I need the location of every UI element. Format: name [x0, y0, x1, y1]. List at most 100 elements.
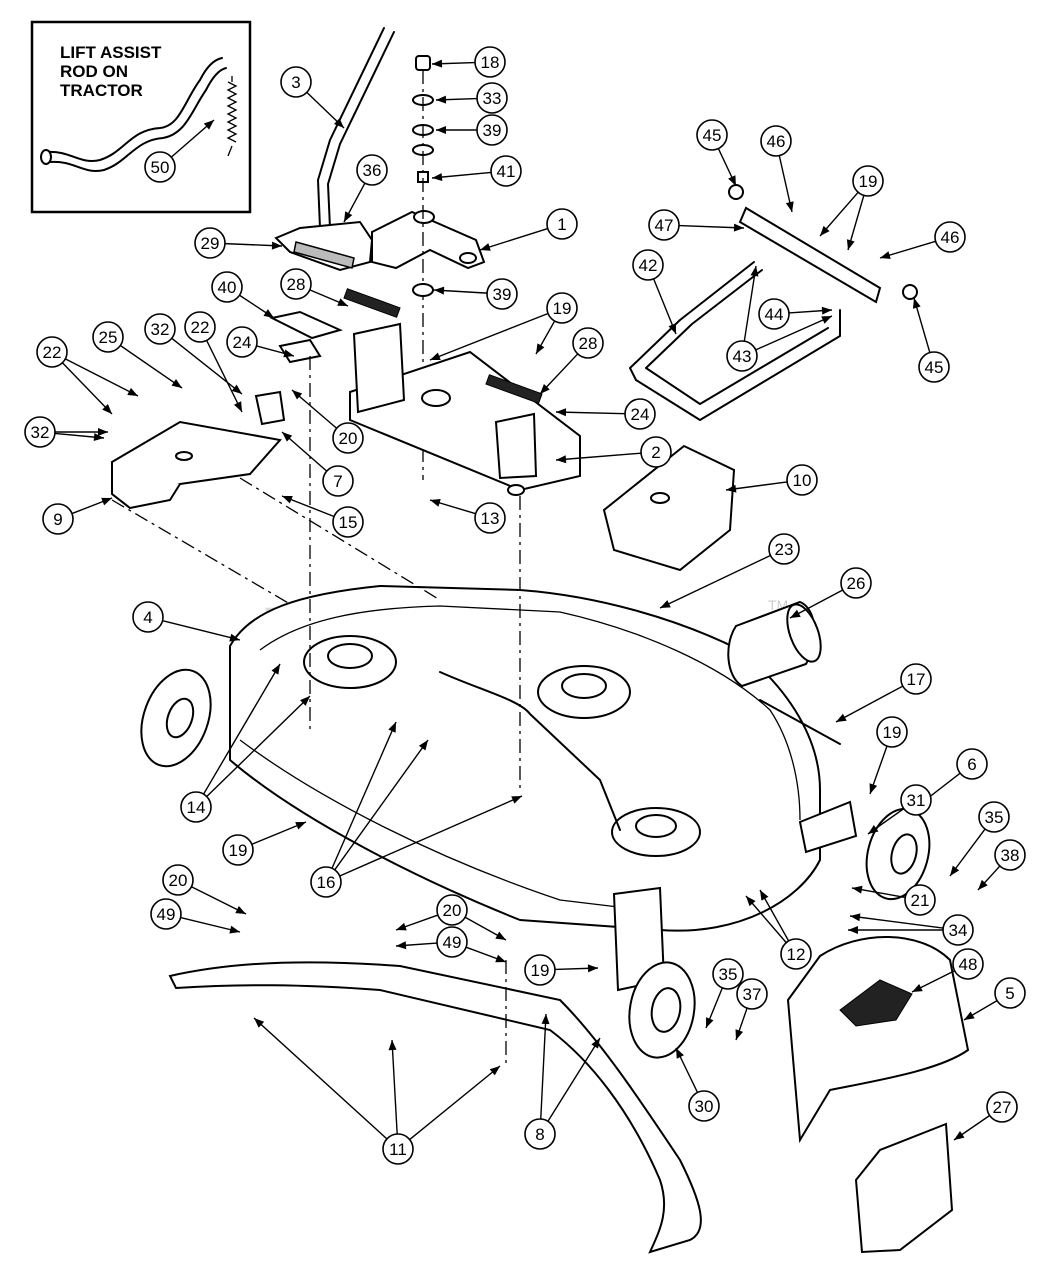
callout-circle: [934, 221, 966, 253]
callout-arrowhead: [821, 306, 832, 315]
callout-arrowhead: [396, 941, 407, 950]
callout-23: 23: [659, 533, 800, 609]
callout-13: 13: [429, 499, 506, 534]
callout-label: 43: [733, 347, 752, 366]
callout-leader: [180, 916, 241, 933]
callout-label: 10: [793, 471, 812, 490]
callout-20: 20: [395, 894, 507, 941]
callout-leader: [191, 886, 247, 915]
callout-circle: [211, 271, 243, 303]
callout-arrowhead: [706, 1017, 714, 1028]
callout-circle: [768, 533, 800, 565]
callout-28: 28: [280, 268, 349, 307]
callout-circle: [952, 948, 984, 980]
callout-circle: [632, 249, 664, 281]
callout-48: 48: [911, 948, 984, 993]
callout-leader: [849, 915, 944, 929]
callout-leader: [555, 452, 642, 461]
callout-circle: [900, 663, 932, 695]
callout-label: 35: [719, 965, 738, 984]
callout-2: 2: [555, 436, 672, 468]
callout-circle: [726, 340, 758, 372]
callout-24: 24: [555, 398, 656, 430]
callout-circle: [436, 926, 468, 958]
callout-22: 22: [184, 311, 243, 413]
callout-10: 10: [725, 464, 818, 496]
callout-leader: [755, 315, 833, 351]
callout-label: 38: [1001, 846, 1020, 865]
callout-25: 25: [92, 321, 183, 389]
callout-9: 9: [42, 497, 113, 535]
callout-46: 46: [879, 221, 966, 259]
callout-arrowhead: [334, 118, 344, 128]
callout-circle: [144, 151, 176, 183]
callout-circle: [222, 834, 254, 866]
callout-label: 19: [859, 172, 878, 191]
callout-label: 24: [233, 333, 252, 352]
callout-arrowhead: [536, 343, 545, 354]
inset-line-3: TRACTOR: [60, 81, 143, 100]
callout-leader: [162, 619, 241, 641]
callout-arrowhead: [430, 499, 441, 507]
callout-arrowhead: [254, 1018, 265, 1028]
callout-arrowhead: [790, 609, 801, 618]
callout-24: 24: [226, 326, 295, 358]
callout-circle: [322, 465, 354, 497]
callout-3: 3: [280, 66, 345, 129]
callout-arrowhead: [229, 925, 240, 934]
plates-40-24: [269, 310, 343, 364]
callout-49: 49: [150, 898, 241, 934]
callout-circle: [546, 292, 578, 324]
deck-wheels-6-30: [628, 807, 931, 1059]
baffle-8: [168, 961, 702, 1254]
callout-circle: [956, 748, 988, 780]
lift-bracket-29: [274, 220, 374, 272]
callout-1: 1: [479, 208, 578, 251]
callout-leader: [253, 1017, 388, 1140]
callout-8: 8: [524, 1013, 601, 1150]
callout-label: 39: [493, 285, 512, 304]
callout-arrowhead: [436, 126, 446, 134]
callout-label: 20: [443, 901, 462, 920]
callout-arrowhead: [300, 696, 310, 706]
callout-label: 3: [291, 73, 300, 92]
callout-leader: [206, 340, 243, 413]
callout-arrowhead: [726, 484, 737, 493]
callout-label: 8: [535, 1125, 544, 1144]
callout-circle: [648, 209, 680, 241]
callout-arrowhead: [102, 404, 112, 414]
callout-arrowhead: [295, 822, 306, 830]
callout-39: 39: [436, 114, 508, 146]
callout-circle: [780, 938, 812, 970]
callout-label: 16: [317, 873, 336, 892]
callout-47: 47: [648, 209, 745, 241]
callout-leader: [409, 1065, 501, 1141]
callout-arrowhead: [880, 251, 891, 259]
callout-label: 39: [483, 121, 502, 140]
callout-arrowhead: [728, 175, 736, 186]
callout-43: 43: [726, 265, 833, 372]
callout-45: 45: [696, 119, 737, 187]
deck-hanger-bracket-2: [349, 322, 581, 496]
callout-arrowhead: [434, 286, 445, 295]
callout-leader: [65, 358, 139, 397]
callout-arrowhead: [127, 387, 138, 396]
callout-arrowhead: [852, 885, 863, 894]
callout-leader: [119, 344, 183, 389]
callout-39: 39: [433, 278, 518, 310]
callout-19: 19: [222, 821, 307, 866]
callout-arrowhead: [98, 428, 108, 436]
callout-label: 22: [43, 343, 62, 362]
inset-line-1: LIFT ASSIST: [60, 43, 162, 62]
callout-33: 33: [435, 82, 508, 114]
callout-circle: [490, 155, 522, 187]
callout-arrowhead: [282, 432, 293, 442]
callout-circle: [688, 1090, 720, 1122]
callout-arrowhead: [978, 879, 988, 890]
callout-15: 15: [281, 495, 364, 538]
callout-arrowhead: [388, 722, 396, 733]
callout-label: 46: [767, 132, 786, 151]
callout-arrowhead: [344, 211, 353, 222]
callout-27: 27: [953, 1091, 1018, 1141]
callout-circle: [92, 321, 124, 353]
